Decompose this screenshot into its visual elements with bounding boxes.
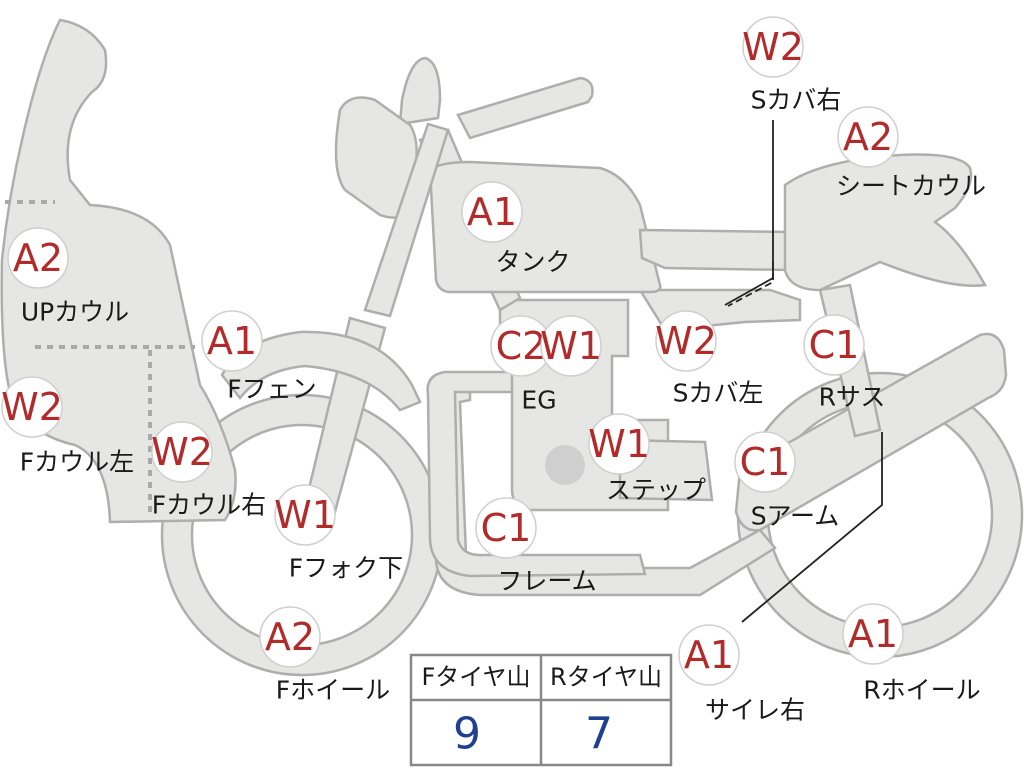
part-label: サイレ右	[705, 696, 805, 725]
grade-badge: W1	[274, 493, 336, 537]
part-seat-cowl[interactable]: A2 シートカウル	[836, 106, 986, 201]
grade-badge: A2	[13, 236, 63, 280]
part-s-arm[interactable]: C1 Sアーム	[734, 431, 840, 531]
grade-badge: A1	[848, 612, 898, 656]
part-tank[interactable]: A1 タンク	[461, 181, 571, 277]
part-r-sus[interactable]: C1 Rサス	[803, 314, 886, 412]
grade-badge: W2	[655, 319, 717, 363]
part-label: Sカバ左	[673, 379, 764, 408]
part-label: ステップ	[606, 476, 706, 505]
part-f-cowl-right[interactable]: W2 Fカウル右	[151, 421, 266, 520]
grade-badge: W2	[742, 25, 804, 69]
table-header-rear: Rタイヤ山	[550, 663, 662, 691]
grade-badge: A2	[843, 115, 893, 159]
part-label: Fカウル左	[20, 448, 134, 477]
part-frame[interactable]: C1 フレーム	[475, 497, 597, 596]
part-f-cowl-left[interactable]: W2 Fカウル左	[1, 376, 134, 477]
leader-s-cover-right	[724, 120, 774, 306]
part-r-wheel[interactable]: A1 Rホイール	[842, 603, 981, 705]
grade-badge: A2	[265, 615, 315, 659]
part-s-cover-left[interactable]: W2 Sカバ左	[655, 310, 764, 408]
part-label: シートカウル	[836, 172, 986, 201]
mirror-shape	[398, 56, 442, 126]
grade-badge: A1	[207, 319, 257, 363]
grade-badge: W1	[588, 422, 650, 466]
leader-lines	[724, 120, 883, 623]
part-label: Fカウル右	[152, 491, 266, 520]
part-label: Rホイール	[863, 676, 980, 705]
part-f-fork-lower[interactable]: W1 Fフォク下	[274, 484, 403, 583]
part-f-fender[interactable]: A1 Fフェン	[201, 310, 317, 404]
part-label: タンク	[495, 248, 570, 277]
motorcycle-silhouette	[0, 18, 1024, 677]
part-silencer-right[interactable]: A1 サイレ右	[678, 624, 805, 725]
part-engine[interactable]: C2 W1 EG	[490, 315, 602, 415]
grade-badge: W2	[151, 430, 213, 474]
part-s-cover-right[interactable]: W2 Sカバ右	[742, 16, 842, 115]
grade-badge-secondary: W1	[540, 324, 602, 368]
part-f-wheel[interactable]: A2 Fホイール	[259, 606, 390, 705]
grade-badge: A1	[467, 190, 517, 234]
leader-silencer	[741, 432, 883, 623]
table-header-front: Fタイヤ山	[421, 663, 530, 691]
part-label: Sカバ右	[751, 86, 842, 115]
grade-badge: W2	[1, 385, 63, 429]
part-label: Fホイール	[276, 676, 390, 705]
grade-badge: C1	[809, 323, 860, 367]
grade-badge: C2	[496, 324, 547, 368]
part-label: UPカウル	[21, 298, 129, 327]
part-up-cowl[interactable]: A2 UPカウル	[7, 227, 129, 327]
front-tire-value: 9	[453, 709, 481, 760]
rear-tire-value: 7	[585, 709, 613, 760]
part-label: Fフォク下	[289, 554, 403, 583]
grade-badge: C1	[740, 440, 791, 484]
seat-shape	[638, 228, 802, 272]
part-step[interactable]: W1 ステップ	[588, 413, 706, 505]
part-label: Rサス	[819, 383, 886, 412]
frame-tube-shape	[426, 370, 647, 578]
grade-badge: C1	[481, 506, 532, 550]
fork-upper-shape	[363, 122, 450, 318]
handlebar-shape	[456, 76, 594, 140]
part-annotations: W2 Sカバ右 A2 シートカウル A1 タンク A2 UPカウル A1 Fフェ…	[1, 16, 986, 725]
tire-tread-table: Fタイヤ山 Rタイヤ山 9 7	[409, 653, 673, 767]
part-label: Sアーム	[751, 502, 840, 531]
part-label: フレーム	[497, 567, 596, 596]
front-fender-shape	[220, 330, 422, 412]
part-label: EG	[521, 386, 556, 415]
grade-badge: A1	[684, 633, 734, 677]
part-label: Fフェン	[227, 375, 316, 404]
